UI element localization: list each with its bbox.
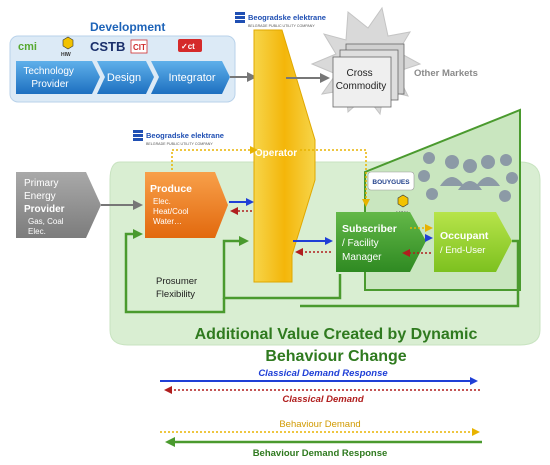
occupant-people-icon [440,155,500,190]
operator-label: Operator [255,148,297,159]
behaviour-demand-subscriber-path [300,149,370,207]
occupant-title: Occupant [440,230,489,242]
cmi-logo: cmi [18,41,37,53]
subscriber-lines: / Facility Manager [342,238,382,263]
subscriber-box [336,212,426,272]
produce-lines: Elec. Heat/Cool Water… [153,197,191,226]
red-logo: ✓ct [178,39,202,52]
development-title: Development [90,20,165,34]
operator-shape [253,29,316,283]
value-title-line1: Additional Value Created by Dynamic [195,326,478,343]
produce-title: Produce [150,183,192,195]
svg-text:HIW: HIW [61,52,71,58]
svg-text:✓ct: ✓ct [181,42,195,51]
cross-commodity-card [332,56,392,108]
svg-text:CIT: CIT [133,43,146,52]
svg-text:BELGRADE PUBLIC UTILITY COMPAN: BELGRADE PUBLIC UTILITY COMPANY [146,142,213,146]
primary-energy-sub: Gas, Coal Elec. [28,217,66,236]
technology-provider-label: Technology Provider [23,66,76,90]
cit-logo: CIT [130,39,148,54]
cross-commodity-label: Cross Commodity [336,68,387,92]
svg-text:BOUYGUES: BOUYGUES [372,179,410,186]
behaviour-response-produce-loop [124,229,226,314]
beograd-logo-top: Beogradske elektrane BELGRADE PUBLIC UTI… [235,12,326,28]
legend-classical-response-label: Classical Demand Response [258,368,388,379]
svg-text:Beogradske elektrane: Beogradske elektrane [248,13,326,22]
design-box [97,61,154,94]
value-title-line2: Behaviour Change [265,348,406,365]
legend-behaviour-response-label: Behaviour Demand Response [253,448,388,459]
legend-classical-demand-label: Classical Demand [282,394,364,405]
integrator-box [151,61,230,94]
bouygues-logo: BOUYGUES [367,171,415,191]
produce-box [145,172,228,238]
legend-behaviour-demand-label: Behaviour Demand [279,419,360,430]
legend: Classical Demand Response Classical Dema… [160,368,482,459]
primary-energy-label: Primary Energy Provider [24,178,65,215]
occupant-line: / End-User [440,245,485,256]
prosumer-label: Prosumer Flexibility [156,276,200,300]
cstb-logo: CSTB [90,39,125,54]
subscriber-title: Subscriber [342,223,397,235]
behaviour-demand-produce-path [171,146,258,170]
beograd-logo-middle: Beogradske elektrane BELGRADE PUBLIC UTI… [133,130,224,146]
svg-text:BELGRADE PUBLIC UTILITY COMPAN: BELGRADE PUBLIC UTILITY COMPANY [248,24,315,28]
technology-provider-box [16,61,100,94]
behaviour-response-occupant-loop [300,239,520,308]
primary-energy-box [16,172,101,238]
hiw-logo: HIW [61,36,74,58]
integrator-label: Integrator [168,72,215,84]
other-markets-label: Other Markets [414,68,478,79]
svg-text:Beogradske elektrane: Beogradske elektrane [146,131,224,140]
occupant-box [434,212,512,272]
smart-home-icons [418,152,518,202]
design-label: Design [107,72,141,84]
